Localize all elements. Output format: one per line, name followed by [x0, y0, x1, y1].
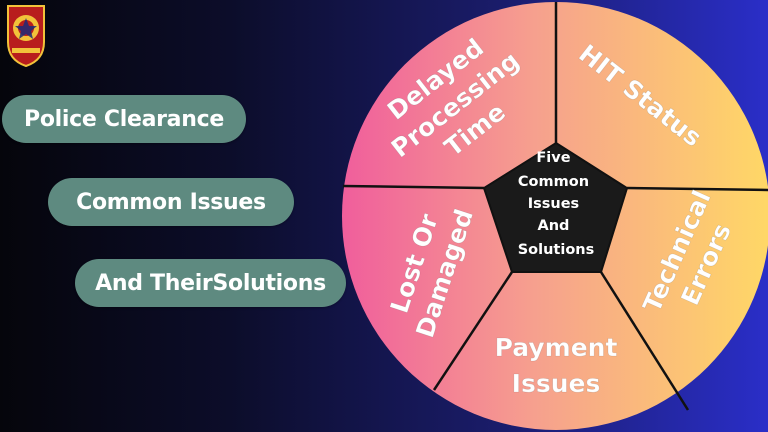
- center-line-5: Solutions: [518, 242, 595, 258]
- center-line-4: And: [538, 218, 570, 234]
- segment-payment-line-2: Issues: [512, 369, 601, 398]
- center-text: Five Common Issues And Solutions: [518, 150, 595, 258]
- center-line-3: Issues: [528, 196, 579, 212]
- center-line-1: Five: [536, 150, 570, 166]
- title-line-1: Police Clearance: [24, 106, 224, 132]
- title-line-2: Common Issues: [76, 189, 266, 215]
- title-pill-police-clearance: Police Clearance: [2, 95, 246, 143]
- center-line-2: Common: [518, 174, 589, 190]
- divider-right: [626, 186, 768, 192]
- title-pill-solutions: And TheirSolutions: [75, 259, 346, 307]
- divider-left: [342, 184, 485, 190]
- center-pentagon: [482, 141, 629, 273]
- title-pill-common-issues: Common Issues: [48, 178, 294, 226]
- title-line-3: And TheirSolutions: [95, 270, 326, 296]
- segment-payment-issues: Payment Issues: [494, 333, 618, 399]
- divider-bottom-left: [432, 271, 514, 391]
- segment-payment-line-1: Payment: [495, 333, 618, 362]
- pnp-seal-logo: [7, 5, 45, 68]
- divider-bottom-right: [599, 271, 690, 411]
